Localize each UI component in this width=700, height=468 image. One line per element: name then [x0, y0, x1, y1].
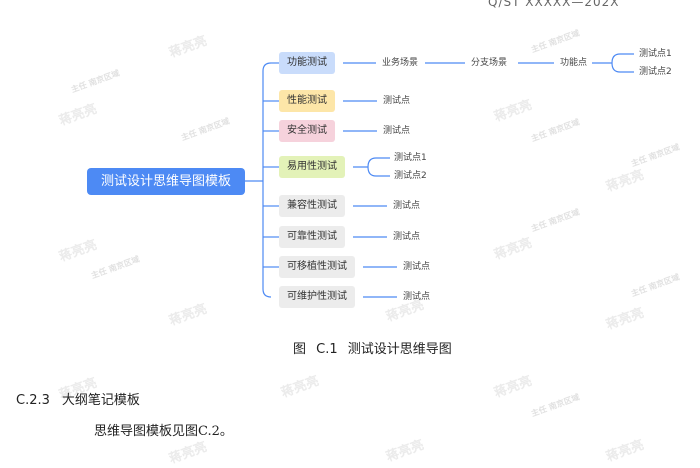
branch-security-test: 安全测试 [279, 120, 335, 142]
leaf-test-point: 测试点 [383, 126, 411, 136]
figure-caption: 图 C.1 测试设计思维导图 [293, 342, 452, 357]
leaf-branch-scenario: 分支场景 [471, 58, 508, 68]
section-heading: C.2.3 大纲笔记模板 [16, 389, 140, 408]
document-code: Q/ST XXXXX—202X [488, 0, 620, 9]
branch-reliability-test: 可靠性测试 [279, 226, 345, 248]
leaf-test-point: 测试点 [383, 96, 411, 106]
leaf-test-point: 测试点 [393, 201, 421, 211]
leaf-business-scenario: 业务场景 [382, 58, 419, 68]
leaf-test-point: 测试点 [403, 262, 431, 272]
branch-compatibility-test: 兼容性测试 [279, 195, 345, 217]
leaf-test-point-1: 测试点1 [394, 153, 427, 163]
leaf-test-point-2: 测试点2 [639, 67, 672, 77]
body-paragraph: 思维导图模板见图C.2。 [94, 424, 233, 439]
leaf-test-point: 测试点 [393, 232, 421, 242]
leaf-test-point: 测试点 [403, 292, 431, 302]
section-number: C.2.3 [16, 393, 50, 408]
section-title: 大纲笔记模板 [61, 393, 140, 408]
branch-portability-test: 可移植性测试 [279, 256, 355, 278]
leaf-test-point-1: 测试点1 [639, 49, 672, 59]
branch-usability-test: 易用性测试 [279, 156, 345, 178]
branch-functional-test: 功能测试 [279, 52, 335, 74]
mindmap-root-node: 测试设计思维导图模板 [87, 168, 245, 195]
leaf-test-point-2: 测试点2 [394, 171, 427, 181]
leaf-function-point: 功能点 [560, 58, 588, 68]
branch-maintainability-test: 可维护性测试 [279, 286, 355, 308]
branch-performance-test: 性能测试 [279, 90, 335, 112]
